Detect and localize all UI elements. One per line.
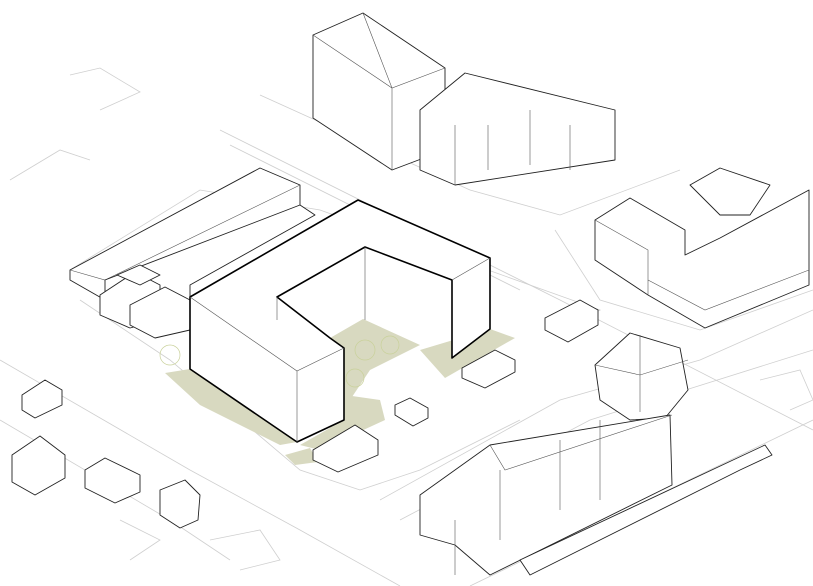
landscape-areas bbox=[165, 319, 515, 465]
context-buildings bbox=[11, 12, 810, 576]
main-building bbox=[189, 199, 491, 443]
